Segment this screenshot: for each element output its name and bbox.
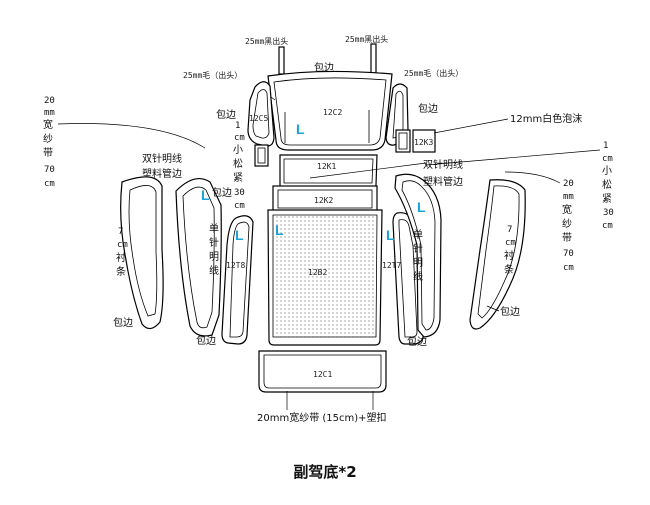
svg-text:cm: cm (505, 238, 516, 248)
left-band-note: 20 mm 宽 纱 带 70 cm (43, 96, 55, 189)
svg-text:线: 线 (413, 270, 423, 283)
back-panel-12c2 (267, 70, 393, 151)
svg-text:cm: cm (602, 221, 613, 231)
svg-text:1: 1 (235, 121, 240, 131)
binding-label-upper-left: 包边 (216, 108, 236, 121)
code-12b2: 12B2 (308, 268, 327, 277)
l-mark-5: L (386, 227, 395, 243)
svg-text:cm: cm (117, 240, 128, 250)
svg-text:70: 70 (563, 249, 574, 259)
code-12c1: 12C1 (313, 370, 332, 379)
svg-text:mm: mm (563, 192, 574, 202)
right-single-stitch-note: 单 针 明 线 (413, 229, 423, 283)
svg-text:cm: cm (234, 133, 245, 143)
svg-text:带: 带 (562, 232, 572, 244)
l-mark-4: L (235, 227, 244, 243)
binding-label-mid-left: 包边 (212, 186, 232, 199)
svg-text:紧: 紧 (233, 172, 243, 184)
outer-piece-right-2 (469, 179, 526, 330)
hair-label-left: 25mm毛（出头） (183, 70, 242, 80)
svg-text:针: 针 (413, 242, 423, 255)
plastic-tube-label-right: 塑料管边 (423, 175, 463, 188)
svg-text:单: 单 (209, 223, 219, 235)
svg-text:小: 小 (233, 144, 243, 156)
svg-text:30: 30 (234, 188, 245, 198)
svg-text:紧: 紧 (602, 193, 612, 205)
code-12c5: 12C5 (249, 114, 268, 123)
l-mark-1: L (296, 121, 305, 137)
binding-label-upper-right: 包边 (418, 102, 438, 115)
bottom-note: 20mm宽纱带 (15cm)+塑扣 (257, 411, 387, 424)
left-lining-note: 7 cm 衬 条 (116, 227, 128, 278)
code-12t7: 12T7 (382, 261, 401, 270)
svg-text:松: 松 (602, 178, 612, 191)
svg-text:衬: 衬 (116, 251, 126, 264)
double-stitch-label-left: 双针明线 (142, 152, 182, 165)
bottom-panel-12c1 (258, 350, 387, 393)
svg-text:20: 20 (44, 96, 55, 106)
left-single-stitch-note: 单 针 明 线 (209, 223, 219, 277)
code-12k3: 12K3 (414, 138, 433, 147)
svg-text:带: 带 (43, 147, 53, 159)
binding-label-lower-left-2: 包边 (196, 334, 216, 347)
diagram-title: 副驾底*2 (293, 463, 356, 481)
hair-label-right: 25mm毛（出头） (404, 68, 463, 78)
svg-text:cm: cm (44, 179, 55, 189)
small-square-right (395, 129, 411, 153)
foam-piece-12k3 (412, 129, 436, 153)
binding-label-lower-left: 包边 (113, 316, 133, 329)
svg-text:明: 明 (209, 251, 219, 263)
svg-text:70: 70 (44, 165, 55, 175)
svg-text:30: 30 (603, 208, 614, 218)
l-mark-2: L (201, 187, 210, 203)
svg-text:mm: mm (44, 108, 55, 118)
binding-label-top: 包边 (314, 61, 334, 74)
binding-label-lower-right: 包边 (500, 305, 520, 318)
double-stitch-label-right: 双针明线 (423, 158, 463, 171)
svg-text:衬: 衬 (504, 249, 514, 262)
svg-text:1: 1 (603, 141, 608, 151)
binding-label-lower-right-2: 包边 (407, 335, 427, 348)
svg-text:cm: cm (563, 263, 574, 273)
strap-label-right: 25mm黑出头 (345, 34, 388, 44)
foam-label: 12mm白色泡沫 (510, 112, 582, 125)
svg-text:条: 条 (116, 265, 126, 278)
right-elastic-note: 1 cm 小 松 紧 30 cm (602, 141, 614, 231)
strap-label-left: 25mm黑出头 (245, 36, 288, 46)
svg-text:纱: 纱 (562, 218, 572, 230)
svg-text:宽: 宽 (562, 203, 572, 216)
right-band-note: 20 mm 宽 纱 带 70 cm (562, 179, 574, 273)
svg-text:松: 松 (233, 157, 243, 170)
code-12k2: 12K2 (314, 196, 333, 205)
svg-text:7: 7 (507, 225, 512, 235)
svg-text:线: 线 (209, 264, 219, 277)
code-12t8: 12T8 (226, 261, 245, 270)
svg-text:宽: 宽 (43, 118, 53, 131)
side-strip-12t8 (221, 215, 254, 345)
svg-text:针: 针 (209, 236, 219, 249)
right-lining-note: 7 cm 衬 条 (504, 225, 516, 276)
svg-text:单: 单 (413, 229, 423, 241)
strap-right (370, 43, 377, 74)
l-mark-6: L (417, 199, 426, 215)
strap-left (278, 46, 285, 75)
plastic-tube-label-left: 塑料管边 (142, 167, 182, 180)
outer-piece-left-1 (120, 176, 164, 330)
svg-text:20: 20 (563, 179, 574, 189)
outer-piece-right-1 (394, 173, 442, 338)
svg-text:小: 小 (602, 165, 612, 177)
left-elastic-note: 1 cm 小 松 紧 30 cm (233, 121, 245, 211)
outer-piece-left-2 (175, 177, 222, 337)
l-mark-3: L (275, 222, 284, 238)
svg-text:纱: 纱 (43, 133, 53, 145)
code-12c2: 12C2 (323, 108, 342, 117)
svg-text:7: 7 (118, 227, 123, 237)
svg-text:明: 明 (413, 257, 423, 269)
svg-text:条: 条 (504, 263, 514, 276)
svg-text:cm: cm (234, 201, 245, 211)
code-12k1: 12K1 (317, 162, 336, 171)
svg-text:cm: cm (602, 154, 613, 164)
